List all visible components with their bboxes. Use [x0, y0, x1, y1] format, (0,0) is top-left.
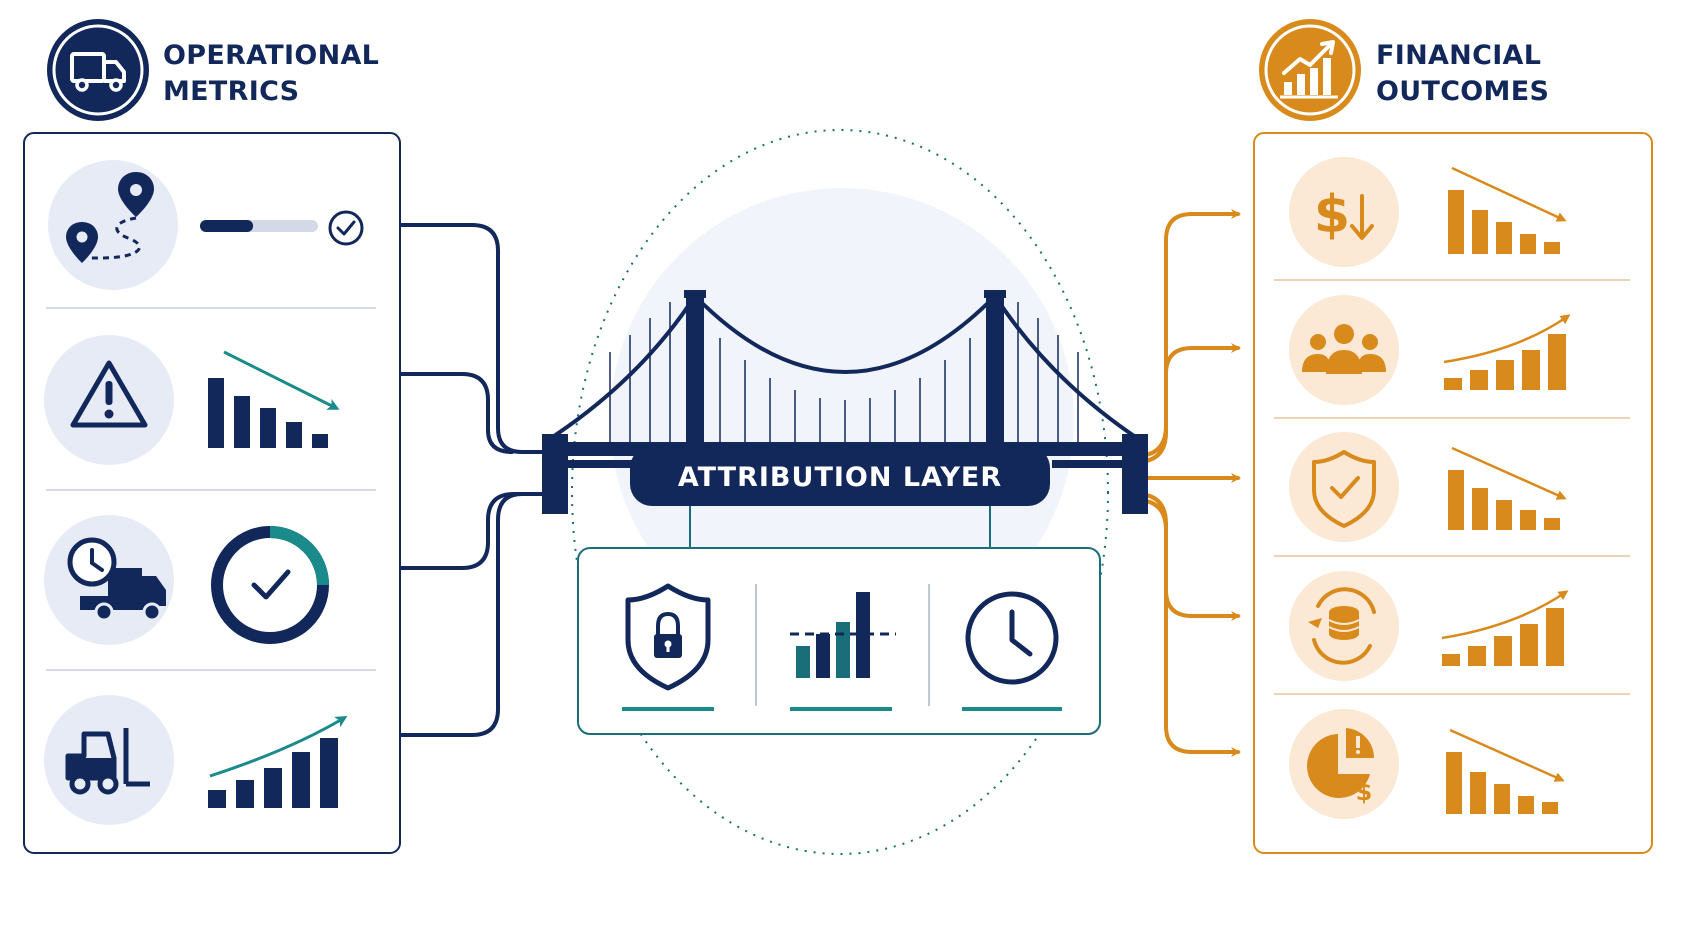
- center-backdrop: [571, 129, 1109, 855]
- attribution-layer-banner: ATTRIBUTION LAYER: [630, 446, 1050, 506]
- banner-stems: [689, 506, 991, 548]
- left-connectors: [398, 223, 550, 737]
- warning-triangle-icon: [44, 335, 174, 465]
- shield-lock-icon: [625, 583, 711, 691]
- shield-check-icon: [1289, 432, 1399, 542]
- title-line: OUTCOMES: [1376, 76, 1550, 107]
- trend-chart-increasing-2: [1443, 314, 1571, 390]
- title-line: METRICS: [163, 76, 300, 107]
- bar-chart-decreasing: [208, 350, 340, 448]
- coin-cycle-icon: [1289, 571, 1399, 681]
- attribution-layer-label: ATTRIBUTION LAYER: [678, 462, 1002, 493]
- clock-truck-icon: [44, 515, 174, 645]
- financial-outcomes-title: FINANCIAL OUTCOMES: [1376, 38, 1549, 110]
- operational-metrics-panel: [23, 132, 401, 854]
- pie-alert-dollar-icon: $: [1289, 709, 1399, 819]
- donut-check: [211, 526, 329, 644]
- progress-bar-check: [200, 220, 318, 232]
- clock-icon: [965, 591, 1059, 685]
- dollar-down-icon: $: [1289, 157, 1399, 267]
- route-pins-icon: [48, 160, 178, 290]
- svg-text:$: $: [1356, 778, 1373, 806]
- growth-chart-icon: [1259, 19, 1361, 121]
- check-circle-icon: [328, 210, 364, 246]
- forklift-icon: [44, 695, 174, 825]
- delivery-truck-icon: [47, 19, 149, 121]
- bar-chart-threshold-icon: [790, 592, 896, 678]
- title-line: OPERATIONAL: [163, 40, 380, 71]
- people-group-icon: [1289, 295, 1399, 405]
- trend-chart-decreasing-1: [1448, 166, 1567, 254]
- operational-metrics-title: OPERATIONAL METRICS: [163, 38, 379, 110]
- bar-chart-increasing: [208, 715, 348, 808]
- svg-text:$: $: [1314, 185, 1350, 245]
- title-line: FINANCIAL: [1376, 40, 1542, 71]
- trend-chart-decreasing-3: [1448, 446, 1567, 530]
- trend-chart-increasing-4: [1441, 590, 1569, 666]
- trend-chart-decreasing-5: [1446, 728, 1565, 814]
- suspension-bridge: [542, 290, 1148, 514]
- right-connectors: [1134, 209, 1241, 757]
